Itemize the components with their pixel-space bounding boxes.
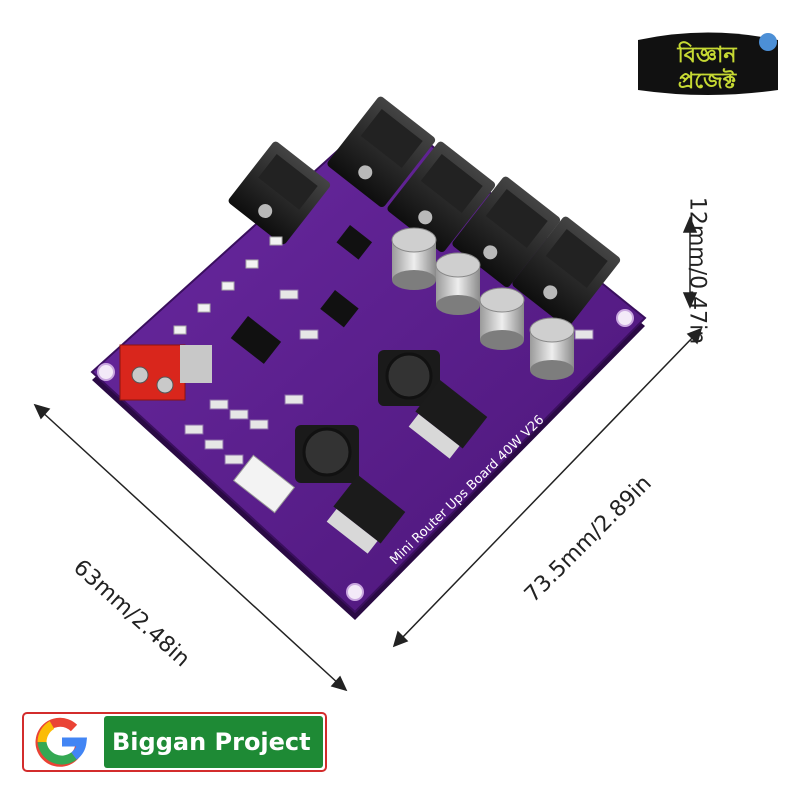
brand-badge: Biggan Project [22,712,327,772]
height-dimension-label: 12mm/0.47in [684,196,710,345]
svg-text:প্রজেক্ট: প্রজেক্ট [678,68,737,94]
smd-parts [184,289,594,465]
brand-logo: বিজ্ঞান প্রজেক্ট [628,20,786,100]
jst-header [232,454,296,514]
ics [230,225,488,554]
dc-jacks [228,96,621,328]
capacitors [391,227,575,380]
svg-text:বিজ্ঞান: বিজ্ঞান [676,41,737,68]
status-leds [173,236,283,335]
dimension-arrows [33,216,703,692]
terminal-block [119,344,212,401]
google-icon [35,717,87,767]
badge-text: Biggan Project [112,728,311,756]
inductors [295,350,440,483]
